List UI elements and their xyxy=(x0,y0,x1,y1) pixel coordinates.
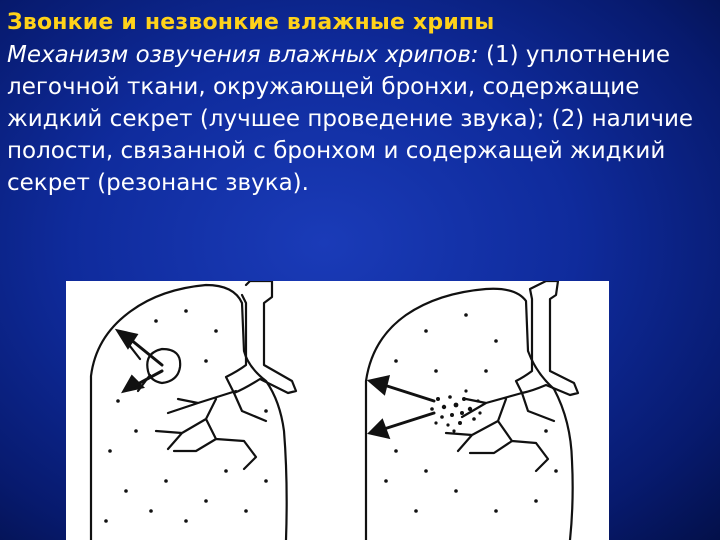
consolidation-area xyxy=(430,389,482,433)
right-bronchi xyxy=(444,391,556,473)
left-bronchi xyxy=(154,389,268,471)
slide-text: Звонкие и незвонкие влажные хрипы Механи… xyxy=(7,7,713,199)
left-lung-outline xyxy=(89,283,288,540)
right-lung-outline xyxy=(364,287,574,540)
lung-drawings xyxy=(89,281,580,540)
slide-title: Звонкие и незвонкие влажные хрипы xyxy=(7,10,495,35)
mechanism-lead: Механизм озвучения влажных хрипов: xyxy=(7,42,479,68)
left-trachea xyxy=(224,281,298,395)
lung-illustration xyxy=(66,281,609,540)
cavity xyxy=(146,347,182,385)
right-trachea xyxy=(514,281,580,397)
slide-body: Механизм озвучения влажных хрипов: (1) у… xyxy=(7,39,713,199)
mechanism-text: (1) уплотнение легочной ткани, окружающе… xyxy=(7,42,694,196)
